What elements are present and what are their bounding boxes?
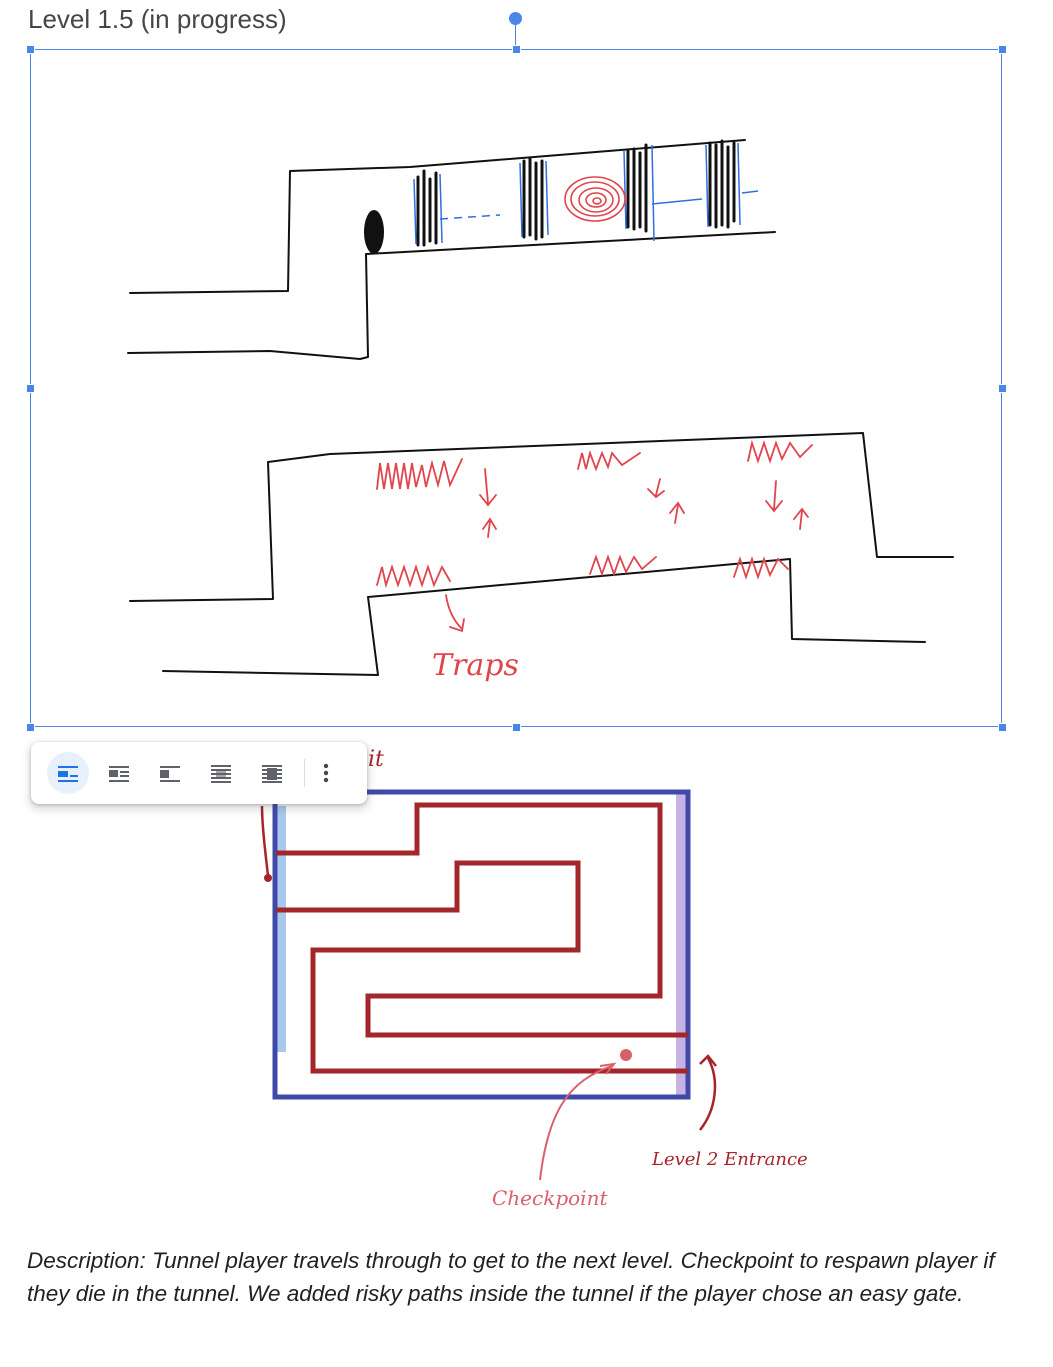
resize-handle-top-left[interactable] bbox=[26, 45, 35, 54]
document-heading: Level 1.5 (in progress) bbox=[28, 2, 287, 36]
toolbar-separator bbox=[304, 759, 305, 787]
level2-entrance-label: Level 2 Entrance bbox=[651, 1149, 808, 1170]
rotate-handle[interactable] bbox=[509, 12, 522, 25]
partial-label: it bbox=[368, 747, 384, 772]
break-text-button[interactable] bbox=[149, 752, 191, 794]
behind-text-button[interactable] bbox=[200, 752, 242, 794]
more-options-button[interactable] bbox=[313, 752, 339, 794]
behind-text-icon bbox=[210, 762, 232, 784]
wrap-text-button[interactable] bbox=[98, 752, 140, 794]
in-front-of-text-button[interactable] bbox=[251, 752, 293, 794]
break-text-icon bbox=[159, 762, 181, 784]
resize-handle-left[interactable] bbox=[26, 384, 35, 393]
resize-handle-top[interactable] bbox=[512, 45, 521, 54]
inline-wrap-icon bbox=[57, 762, 79, 784]
resize-handle-right[interactable] bbox=[998, 384, 1007, 393]
wrap-text-icon bbox=[108, 762, 130, 784]
image-wrap-toolbar bbox=[31, 742, 367, 804]
in-front-text-icon bbox=[261, 762, 283, 784]
checkpoint-label: Checkpoint bbox=[492, 1186, 608, 1210]
more-vert-icon bbox=[323, 762, 329, 784]
image-selection-frame bbox=[30, 49, 1002, 727]
maze-image: it Checkpoint Level 2 Entrance bbox=[0, 730, 1053, 1230]
description-paragraph: Description: Tunnel player travels throu… bbox=[27, 1244, 1017, 1310]
resize-handle-top-right[interactable] bbox=[998, 45, 1007, 54]
wrap-inline-button[interactable] bbox=[47, 752, 89, 794]
